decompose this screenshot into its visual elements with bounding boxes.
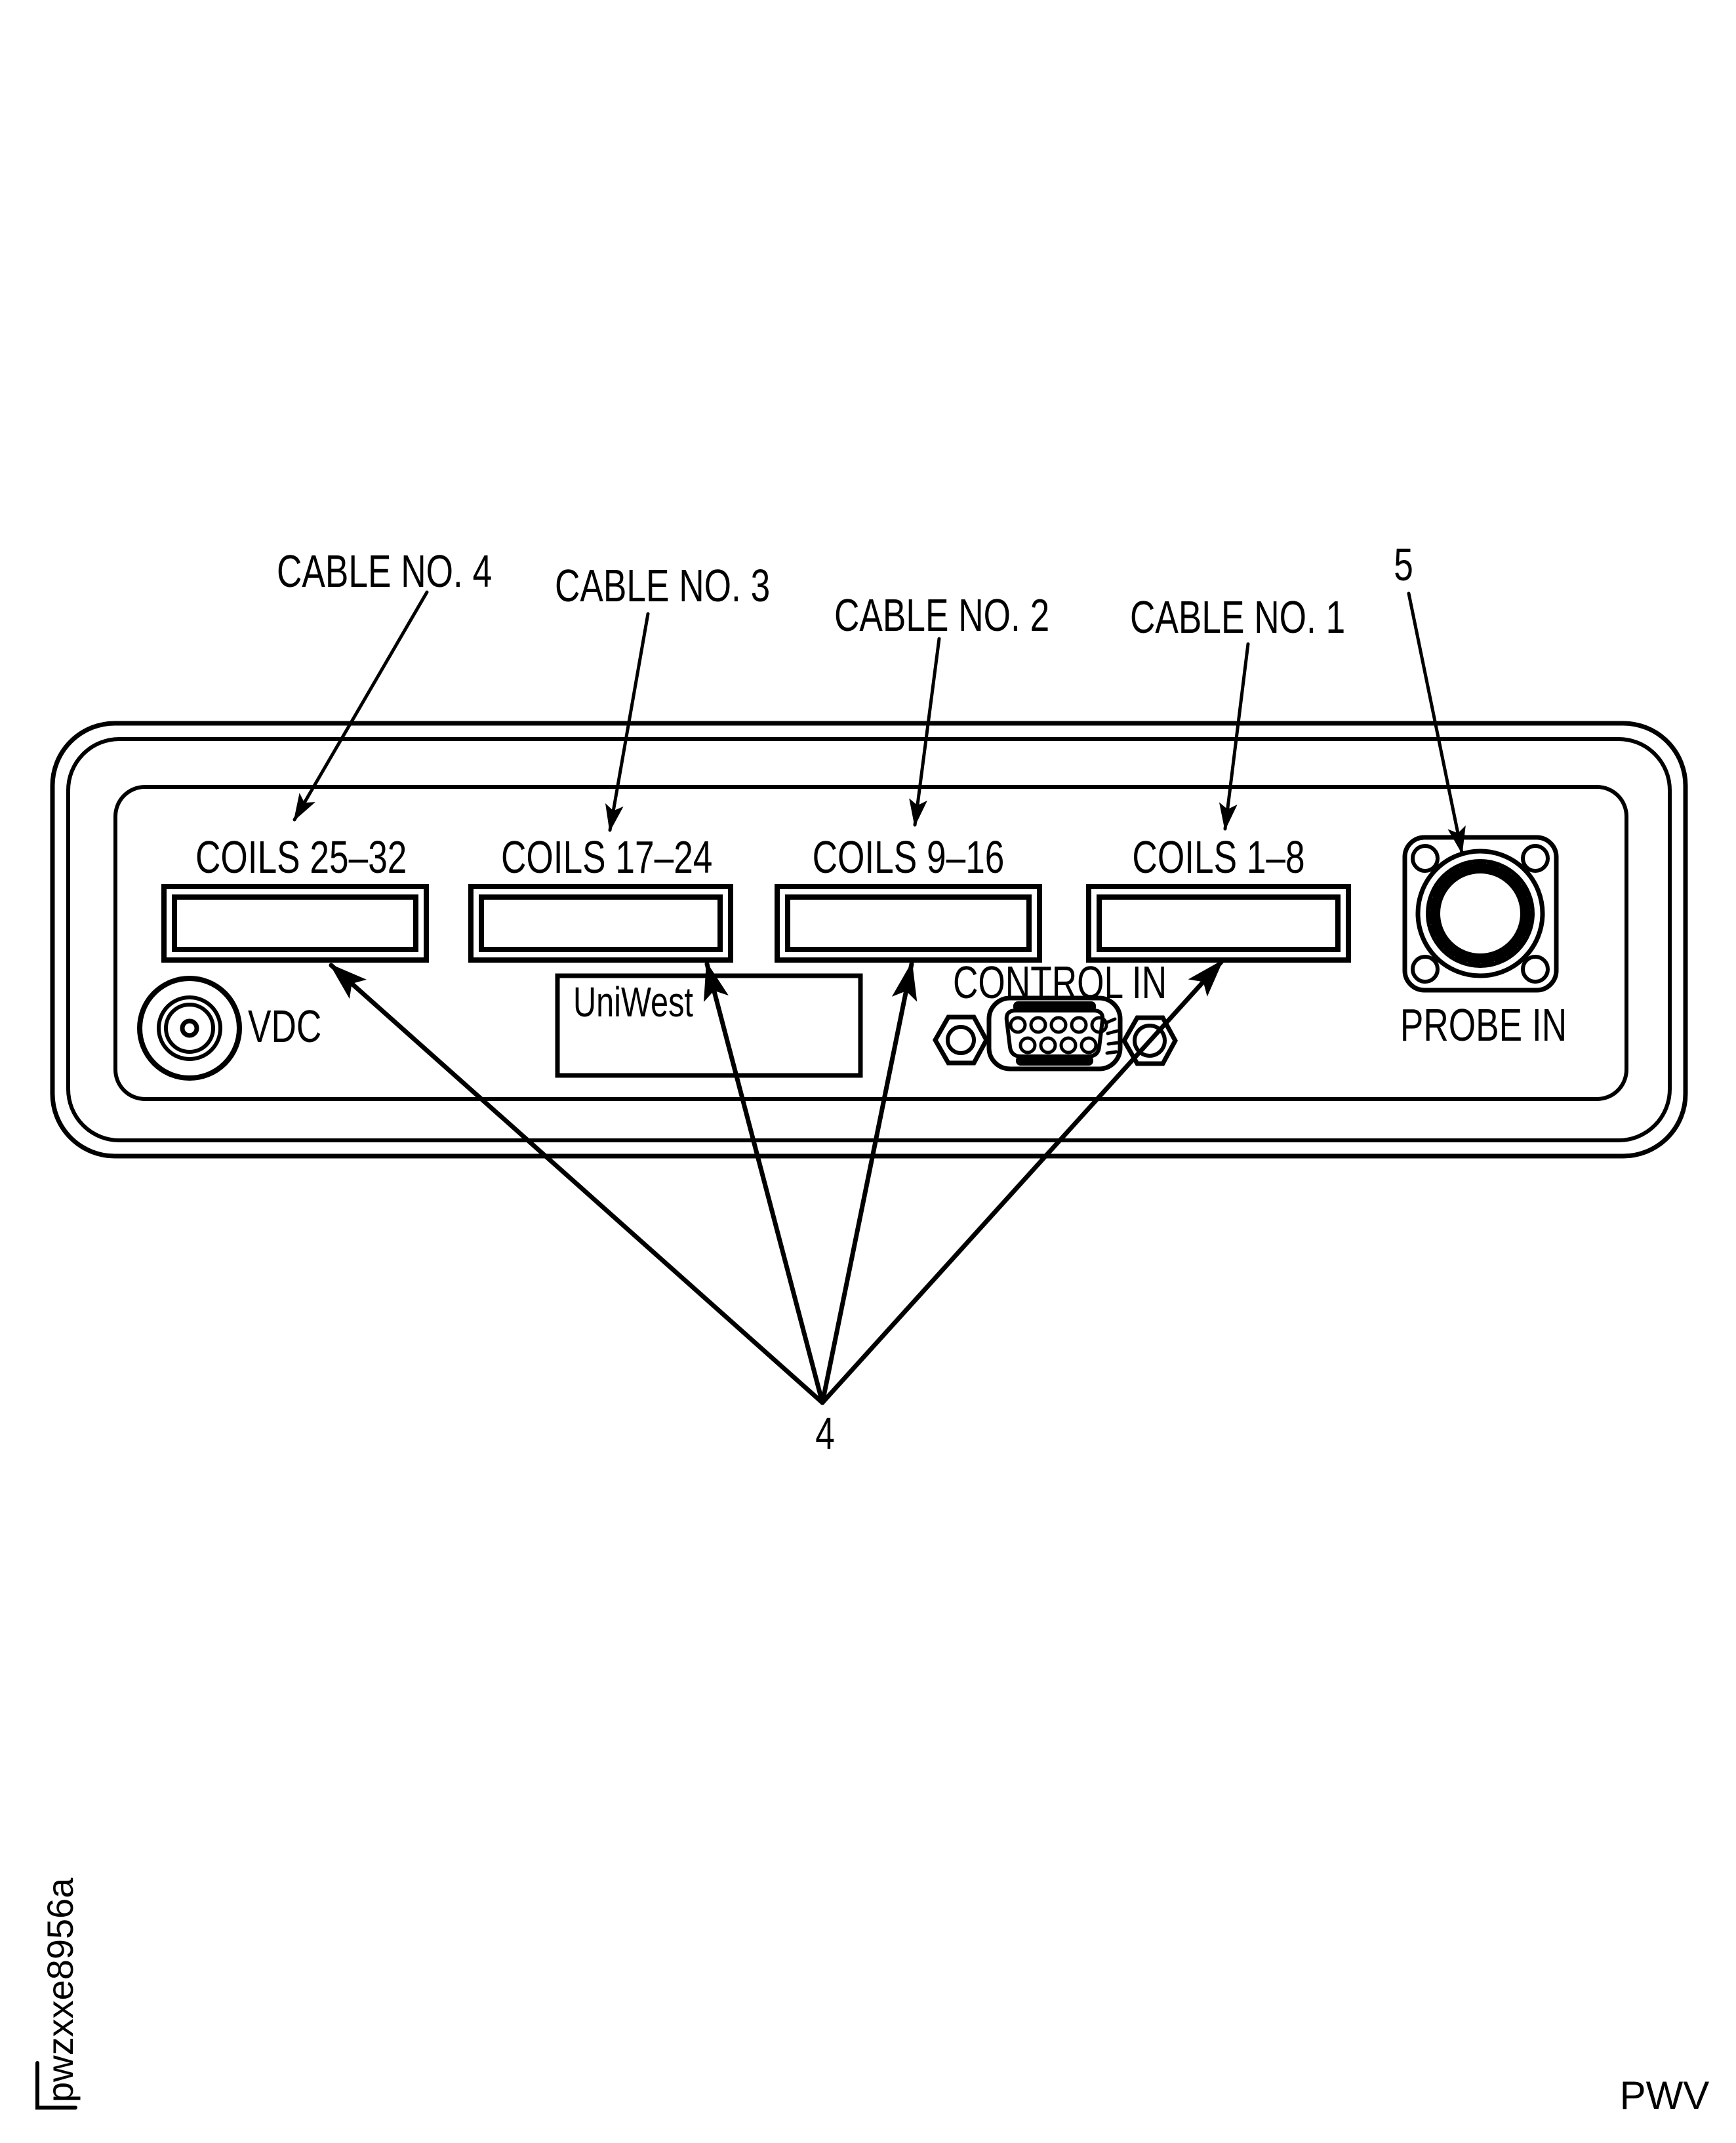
brand-label: UniWest (573, 978, 693, 1026)
callout-item-5: 5 (1394, 539, 1413, 590)
callout-leader-lines (293, 590, 1466, 854)
figure-id: pwzxxe8956a (39, 1877, 81, 2102)
label-coils-17-24: COILS 17–24 (501, 831, 713, 883)
probe-in-connector-icon (1402, 835, 1559, 993)
coils-1-8-connector (1086, 884, 1351, 963)
label-probe-in: PROBE IN (1400, 999, 1567, 1051)
label-control-in: CONTROL IN (953, 957, 1167, 1008)
callout-cable-no-2: CABLE NO. 2 (834, 590, 1050, 641)
label-vdc: VDC (248, 1001, 322, 1052)
chassis-outline (50, 721, 1688, 1159)
item-4-arrows (329, 959, 1224, 1405)
coils-17-24-connector (468, 884, 733, 963)
page-code: PWV (1619, 2073, 1710, 2117)
figure-id-bracket (35, 2061, 77, 2110)
coils-9-16-connector (775, 884, 1042, 963)
callout-cable-no-1: CABLE NO. 1 (1130, 591, 1346, 643)
vdc-jack-icon (137, 976, 242, 1081)
label-coils-25-32: COILS 25–32 (195, 831, 407, 883)
control-in-db9-icon (932, 995, 1178, 1072)
callout-cable-no-3: CABLE NO. 3 (555, 560, 771, 611)
coils-25-32-connector (161, 884, 429, 963)
label-coils-1-8: COILS 1–8 (1132, 831, 1305, 883)
callout-cable-no-4: CABLE NO. 4 (277, 546, 493, 597)
callout-item-4: 4 (815, 1408, 835, 1459)
label-coils-9-16: COILS 9–16 (812, 831, 1005, 883)
